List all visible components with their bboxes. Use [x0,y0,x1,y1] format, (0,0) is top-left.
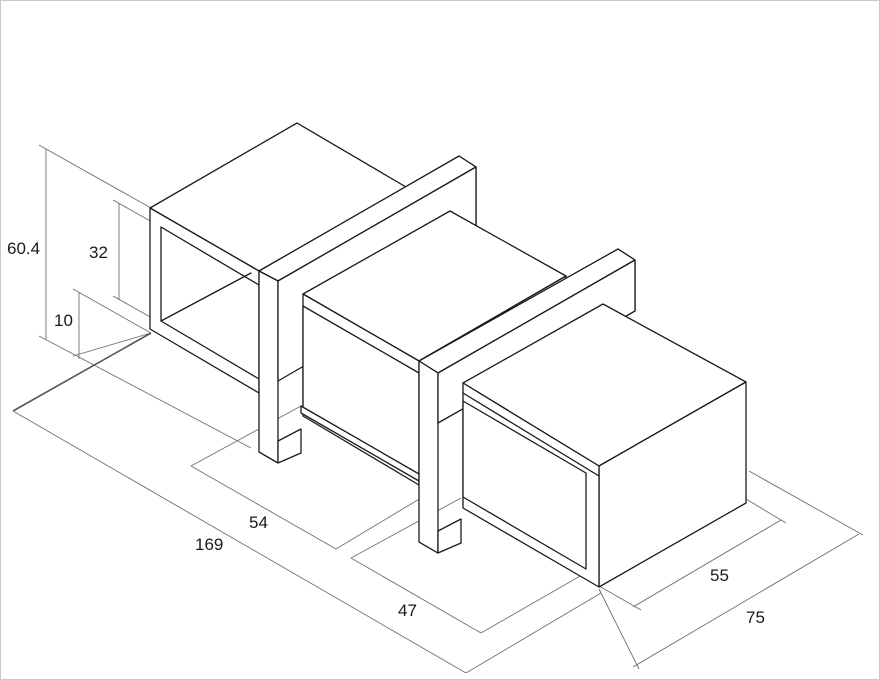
label-base-height: 10 [54,311,73,330]
ext-line-module-1-end [335,497,422,550]
ext-line-module-2-start [350,497,462,559]
label-overall-height: 60.4 [7,239,40,258]
ext-line-top [38,144,152,209]
label-overall-depth: 75 [746,608,765,627]
label-module-length-1: 54 [249,513,268,532]
label-module-length-2: 47 [398,601,417,620]
ext-line-floor-corner [72,332,152,357]
ext-line-inner-depth-start [598,585,642,611]
ext-line-base-top [72,288,152,334]
box-right [462,303,747,588]
dim-line-module-1 [190,465,337,550]
dimension-labels: 60.4 32 10 169 54 47 55 75 [7,239,765,627]
ext-line-module-1-start [190,405,302,467]
frame-left-post [258,270,279,464]
label-opening-height: 32 [89,243,108,262]
ground-line [12,332,152,412]
label-inner-depth: 55 [710,566,729,585]
ext-line-inner-depth-end [745,498,787,524]
box-left [149,122,407,394]
label-overall-length: 169 [195,535,223,554]
frame-left-foot [277,428,302,464]
ext-line-length-end [465,592,602,674]
dim-line-overall-depth [632,533,860,668]
frame-right-foot [437,518,462,554]
box-right-drawer [462,400,587,570]
ext-line-depth-end [748,470,864,536]
dim-line-overall-length [12,410,467,674]
dim-line-module-2 [350,557,482,634]
box-left-inner-edge [160,272,252,322]
ext-line-depth-start [598,588,640,670]
dim-line-inner-depth [632,519,782,608]
ext-line-floor [38,335,252,449]
box-right-drawer-lip [462,392,600,477]
dimension-lines [12,144,864,674]
frame-right-post [418,360,439,554]
